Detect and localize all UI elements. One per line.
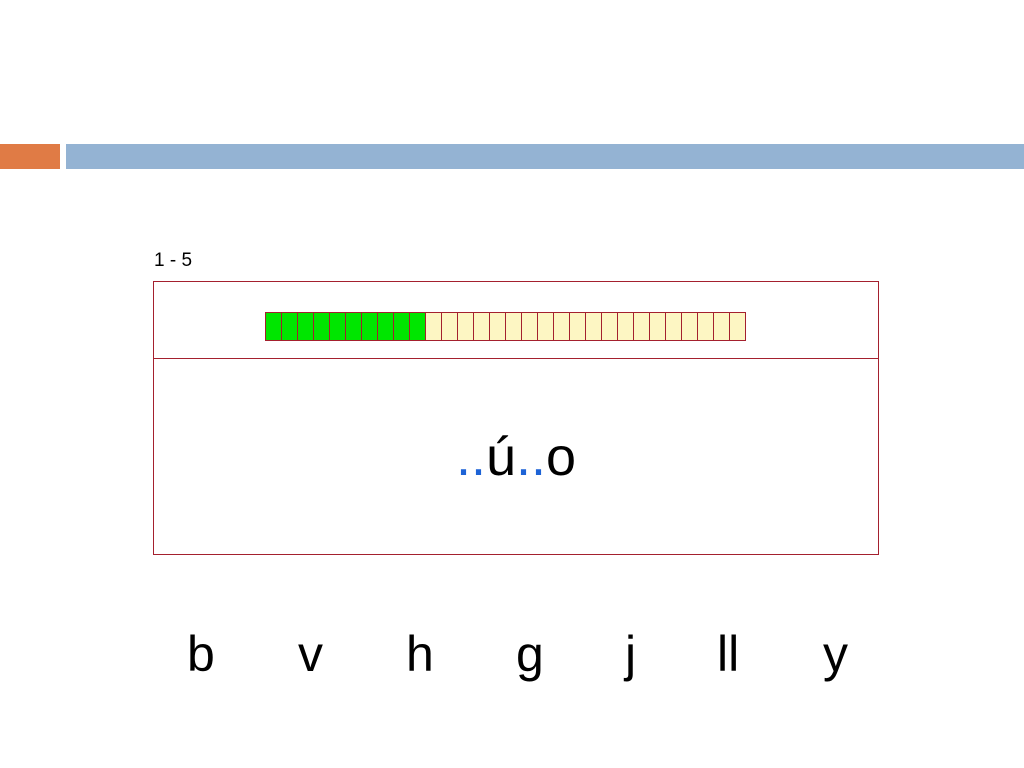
letter-choice-ll[interactable]: ll xyxy=(717,626,740,682)
progress-segment-pending xyxy=(538,312,554,341)
progress-segment-pending xyxy=(458,312,474,341)
word-vowel: ú xyxy=(485,426,516,487)
progress-segment-pending xyxy=(618,312,634,341)
progress-segment-pending xyxy=(570,312,586,341)
letter-choices: b v h g j ll y xyxy=(0,622,1024,692)
progress-segment-pending xyxy=(522,312,538,341)
progress-segment-pending xyxy=(490,312,506,341)
progress-segment-done xyxy=(282,312,298,341)
word-blank-2: .. xyxy=(516,426,547,487)
progress-segment-pending xyxy=(554,312,570,341)
progress-segment-done xyxy=(394,312,410,341)
letter-choice-y[interactable]: y xyxy=(823,626,848,682)
progress-segment-pending xyxy=(666,312,682,341)
progress-segment-pending xyxy=(506,312,522,341)
word-ending: o xyxy=(546,426,577,487)
progress-segment-pending xyxy=(586,312,602,341)
letter-choice-g[interactable]: g xyxy=(516,626,544,682)
progress-segment-pending xyxy=(730,312,746,341)
progress-bar xyxy=(265,312,746,341)
progress-segment-done xyxy=(298,312,314,341)
progress-segment-done xyxy=(346,312,362,341)
progress-segment-done xyxy=(410,312,426,341)
exercise-panel: ..ú..o xyxy=(153,281,879,555)
progress-segment-done xyxy=(314,312,330,341)
progress-segment-pending xyxy=(714,312,730,341)
question-counter: 1 - 5 xyxy=(154,250,193,271)
header-bar xyxy=(66,144,1024,169)
target-word: ..ú..o xyxy=(154,359,878,554)
letter-choice-b[interactable]: b xyxy=(187,626,215,682)
progress-segment-pending xyxy=(426,312,442,341)
progress-segment-pending xyxy=(442,312,458,341)
word-blank-1: .. xyxy=(455,426,486,487)
letter-choice-h[interactable]: h xyxy=(406,626,434,682)
progress-segment-pending xyxy=(698,312,714,341)
progress-segment-pending xyxy=(602,312,618,341)
progress-area xyxy=(154,282,878,359)
progress-segment-pending xyxy=(474,312,490,341)
progress-segment-done xyxy=(266,312,282,341)
letter-choice-v[interactable]: v xyxy=(298,626,323,682)
progress-segment-done xyxy=(378,312,394,341)
header-accent-block xyxy=(0,144,60,169)
progress-segment-done xyxy=(330,312,346,341)
progress-segment-pending xyxy=(650,312,666,341)
progress-segment-pending xyxy=(682,312,698,341)
letter-choice-j[interactable]: j xyxy=(625,626,637,682)
progress-segment-pending xyxy=(634,312,650,341)
progress-segment-done xyxy=(362,312,378,341)
